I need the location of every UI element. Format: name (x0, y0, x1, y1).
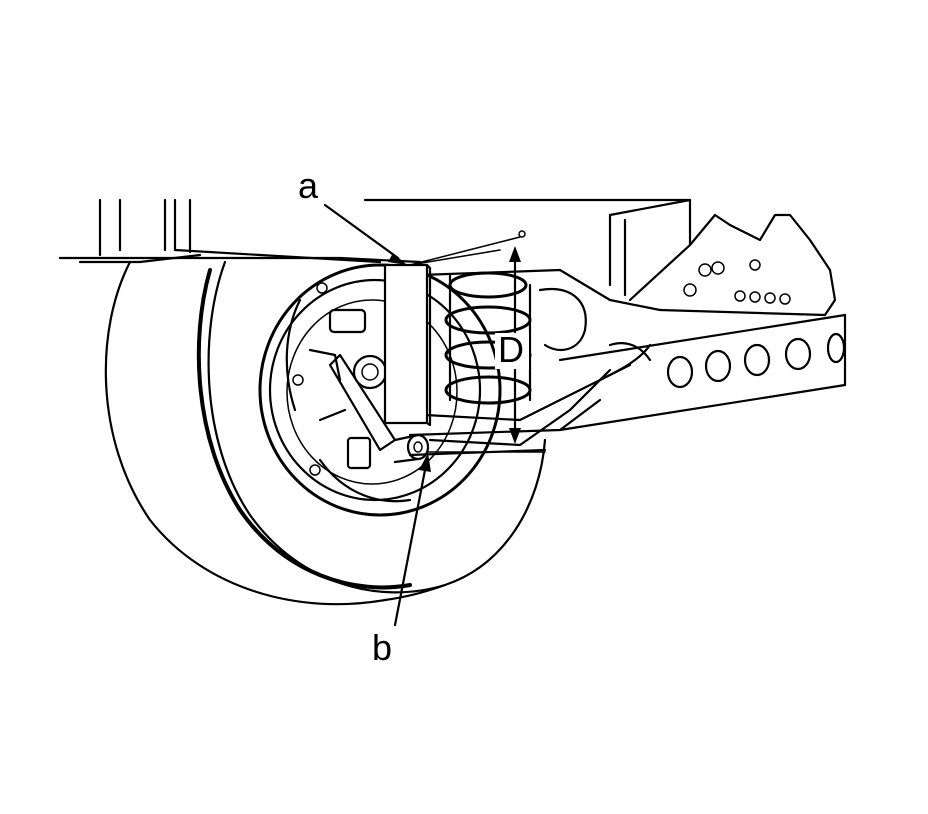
trailing-arm (393, 398, 602, 464)
leader-line-b (393, 453, 431, 627)
leader-line-a (323, 203, 407, 265)
callout-d-bg (495, 333, 529, 369)
lower-frame-rail (558, 313, 847, 432)
upper-frame-crossmember (363, 198, 837, 317)
callout-b: b (372, 627, 392, 668)
brake-backing-plate (258, 263, 502, 517)
vehicle-body-underside (58, 198, 422, 264)
reference-block (383, 263, 432, 427)
axle-housing (418, 268, 662, 447)
measurement-lines (409, 230, 546, 453)
coil-spring (444, 271, 532, 405)
callout-a: a (298, 165, 319, 206)
callout-d: D (498, 329, 524, 370)
rear-tire (104, 260, 547, 606)
